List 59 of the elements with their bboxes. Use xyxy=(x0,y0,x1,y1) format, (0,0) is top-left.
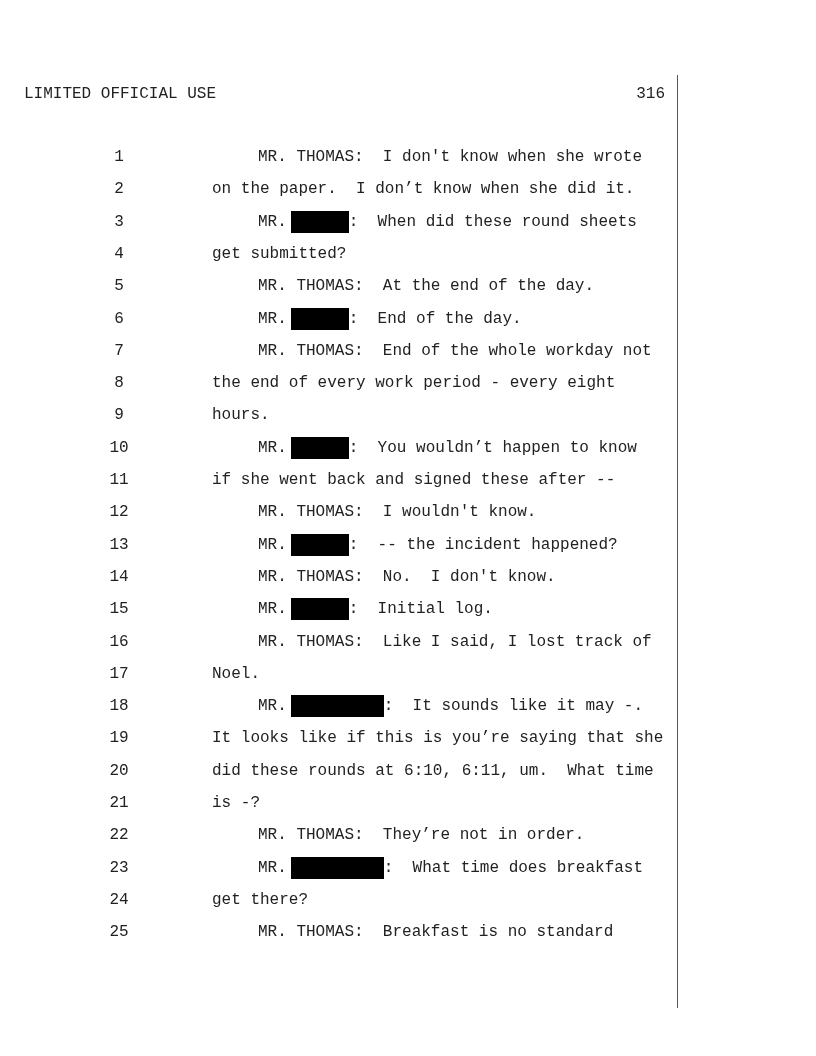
transcript-line: MR. THOMAS: Like I said, I lost track of xyxy=(258,632,652,651)
speaker-text: MR. xyxy=(258,309,287,328)
transcript-line: It looks like if this is you’re saying that she xyxy=(212,729,664,748)
transcript-line: get submitted? xyxy=(212,244,347,263)
line-number: 22 xyxy=(108,826,130,845)
transcript-line: : End of the day. xyxy=(348,309,522,328)
transcript-line: if she went back and signed these after -- xyxy=(212,471,616,489)
transcript-line: MR. THOMAS: I wouldn't know. xyxy=(258,503,537,522)
speaker-text: MR. xyxy=(258,535,287,554)
transcript-line: MR. THOMAS: At the end of the day. xyxy=(258,277,595,296)
line-number: 17 xyxy=(108,664,130,683)
speaker-text: MR. xyxy=(258,438,287,457)
transcript-line: MR. THOMAS: I don't know when she wrote xyxy=(258,148,643,166)
transcript-line: the end of every work period - every eight xyxy=(212,374,616,393)
line-number: 20 xyxy=(108,761,130,780)
speaker-text: MR. xyxy=(258,212,287,231)
line-number: 13 xyxy=(108,535,130,554)
line-number: 15 xyxy=(108,600,130,619)
line-number: 21 xyxy=(108,794,130,812)
line-number: 1 xyxy=(113,148,125,166)
transcript-line: MR. THOMAS: Breakfast is no standard xyxy=(258,923,614,942)
transcript-line: on the paper. I don’t know when she did it. xyxy=(212,180,635,199)
transcript-line: MR. THOMAS: No. I don't know. xyxy=(258,567,556,586)
speaker-text: MR. xyxy=(258,858,287,877)
line-number: 8 xyxy=(113,374,125,393)
line-number: 23 xyxy=(108,858,130,877)
line-number: 25 xyxy=(108,923,130,942)
line-number: 10 xyxy=(108,438,130,457)
line-number: 11 xyxy=(108,471,130,489)
line-number: 6 xyxy=(113,309,125,328)
page-number: 316 xyxy=(636,85,665,103)
speaker-text: MR. xyxy=(258,600,287,619)
header-text: LIMITED OFFICIAL USE xyxy=(24,85,217,103)
line-number: 24 xyxy=(108,890,130,909)
line-number: 2 xyxy=(113,180,125,199)
transcript-line: : When did these round sheets xyxy=(348,212,637,231)
speaker-text: MR. xyxy=(258,697,287,716)
transcript-line: MR. THOMAS: They’re not in order. xyxy=(258,826,585,845)
transcript-line: is -? xyxy=(212,794,260,812)
transcript-line: did these rounds at 6:10, 6:11, um. What time xyxy=(212,761,654,780)
line-number: 14 xyxy=(108,567,130,586)
transcript-line: hours. xyxy=(212,406,270,425)
line-number: 18 xyxy=(108,697,130,716)
line-number: 9 xyxy=(113,406,125,425)
transcript-line: : It sounds like it may -. xyxy=(383,697,644,716)
transcript-line: : -- the incident happened? xyxy=(348,535,618,554)
line-number: 7 xyxy=(113,341,125,360)
line-number: 5 xyxy=(113,277,125,296)
line-number: 19 xyxy=(108,729,130,748)
line-number: 16 xyxy=(108,632,130,651)
transcript-line: get there? xyxy=(212,890,308,909)
line-number: 4 xyxy=(113,244,125,263)
transcript-line: : What time does breakfast xyxy=(383,858,644,877)
transcript-line: : You wouldn’t happen to know xyxy=(348,438,637,457)
line-number: 3 xyxy=(113,212,125,231)
transcript-line: MR. THOMAS: End of the whole workday not xyxy=(258,341,652,360)
line-number: 12 xyxy=(108,503,130,522)
transcript-line: : Initial log. xyxy=(348,600,493,619)
transcript-line: Noel. xyxy=(212,664,260,683)
